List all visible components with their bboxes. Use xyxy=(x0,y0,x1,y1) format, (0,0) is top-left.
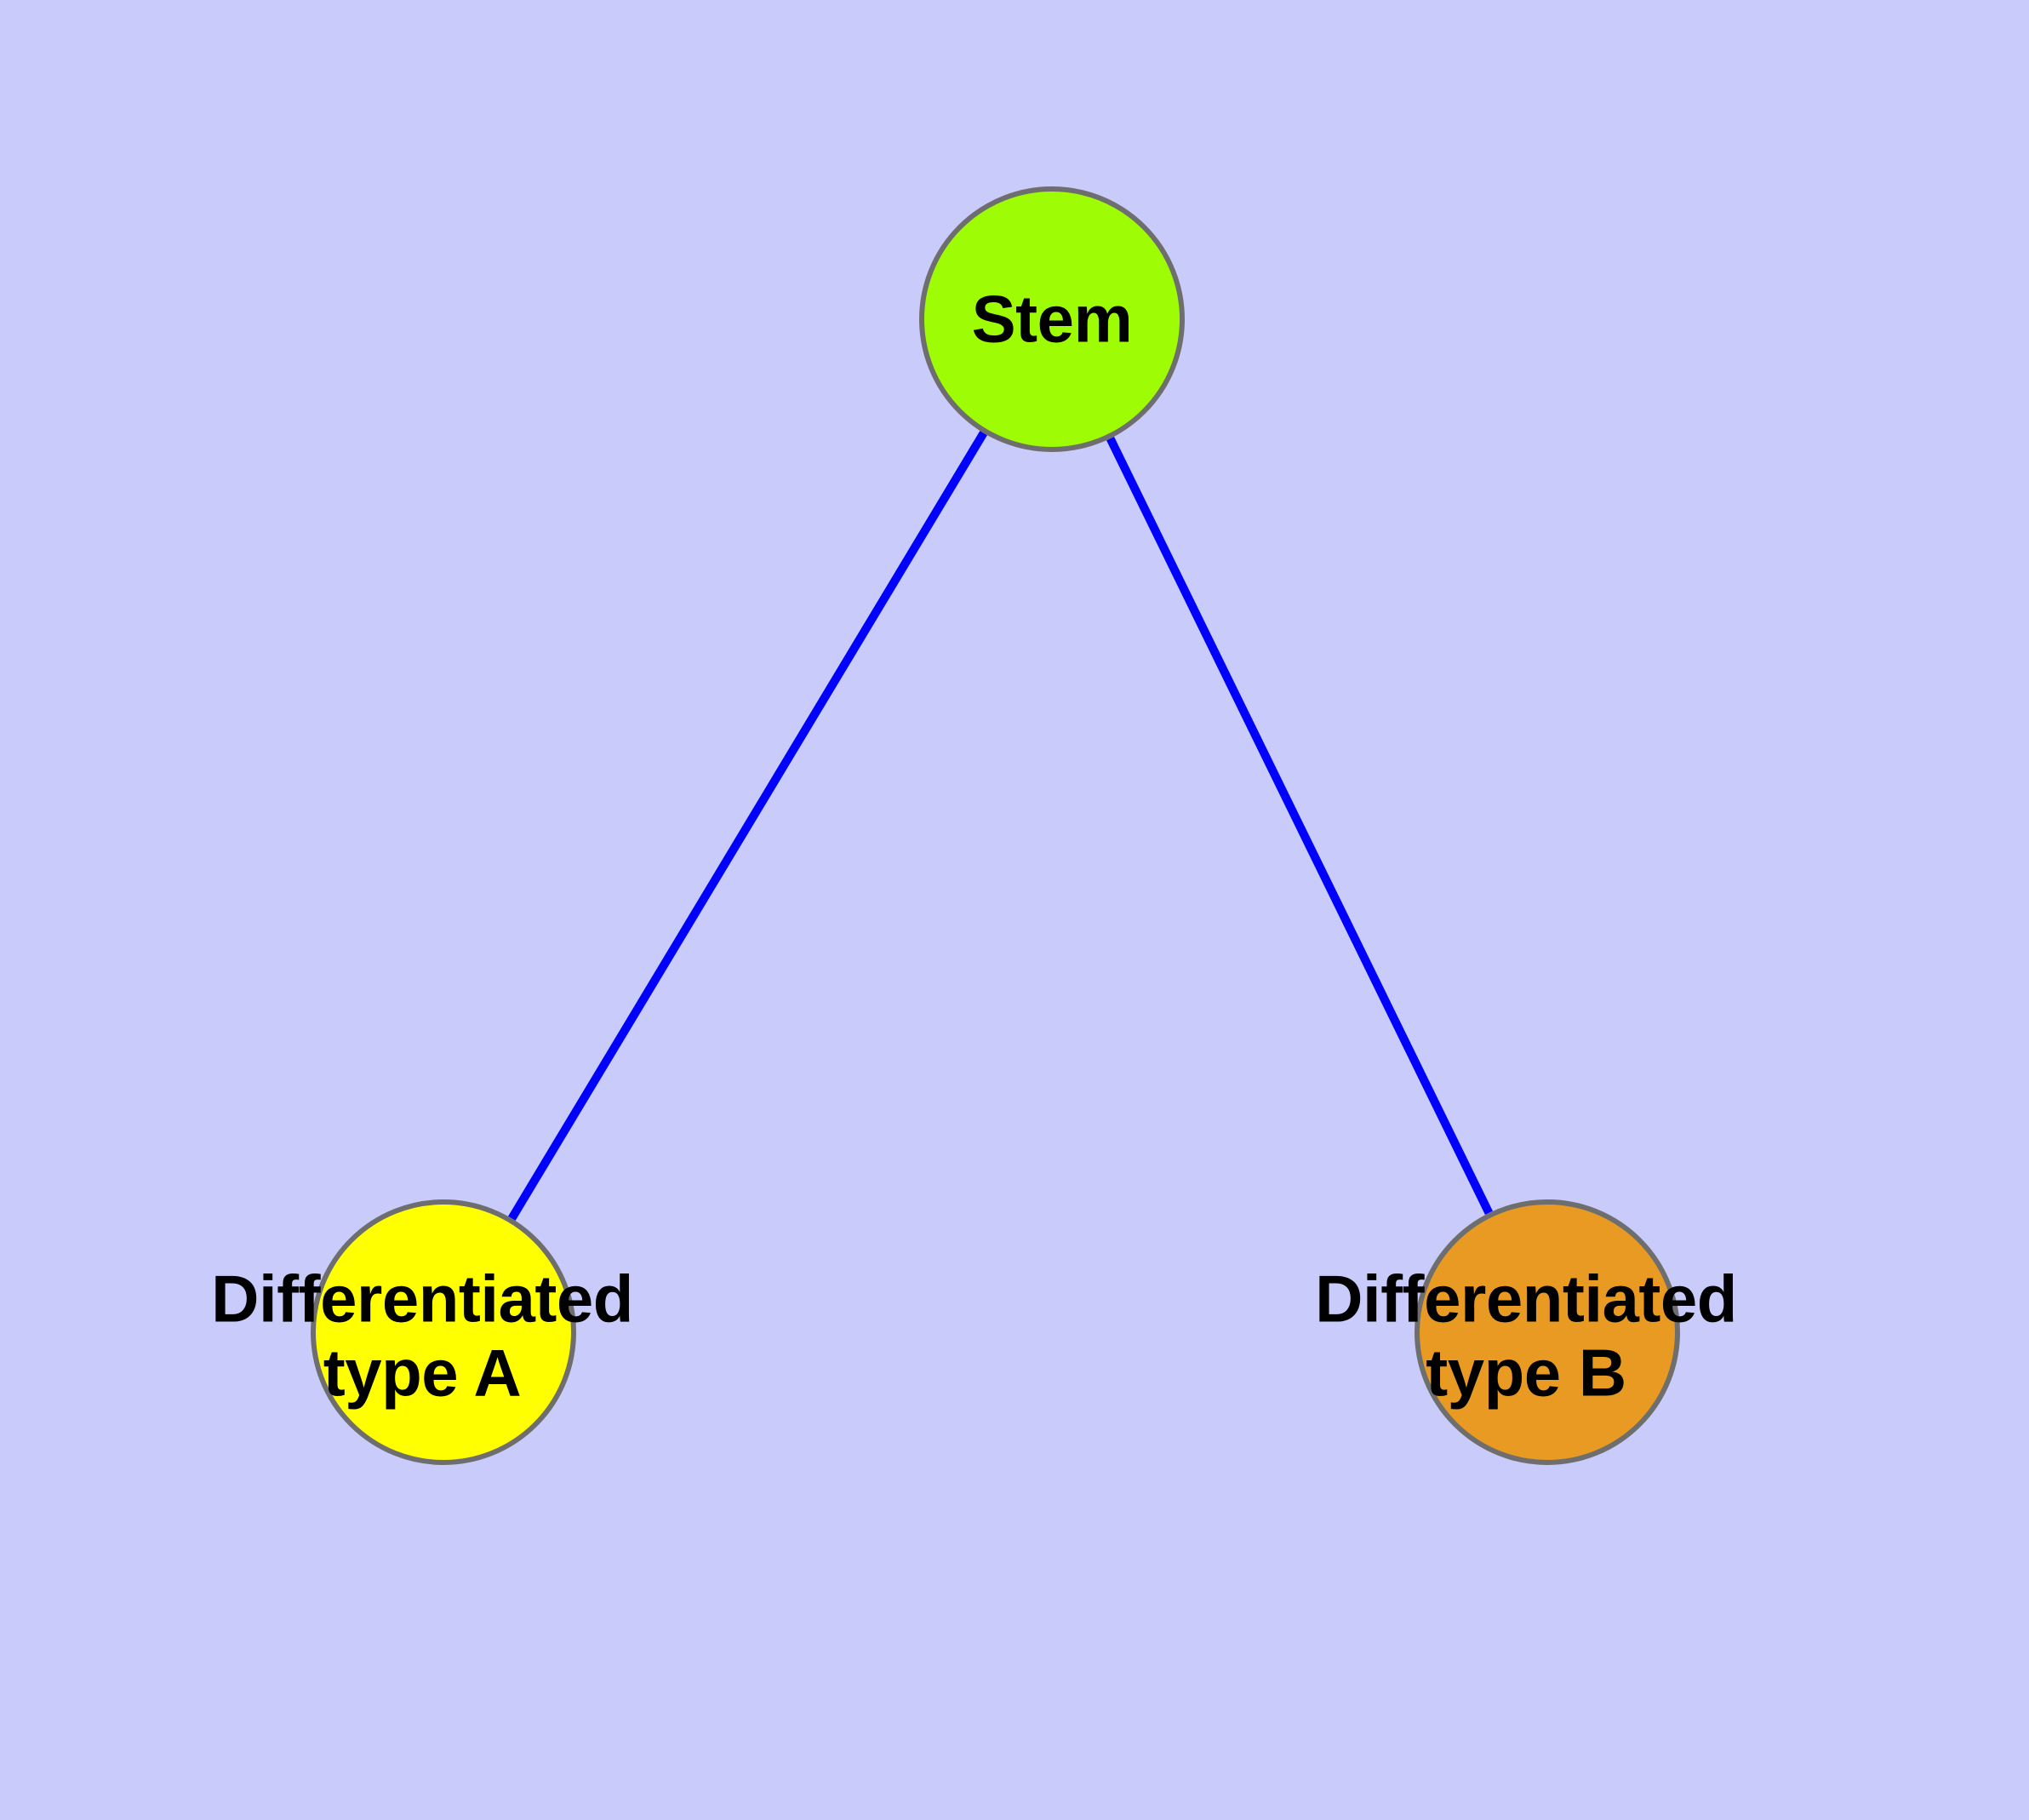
graph-node-diff-a[interactable] xyxy=(311,1199,576,1465)
node-layer xyxy=(311,186,1680,1465)
graph-edge-stem-to-diff-b[interactable] xyxy=(1106,436,1493,1216)
graph-node-stem[interactable] xyxy=(919,186,1185,452)
graph-node-diff-b[interactable] xyxy=(1415,1199,1680,1465)
edge-layer xyxy=(508,431,1493,1221)
graph-edge-stem-to-diff-a[interactable] xyxy=(508,431,987,1221)
